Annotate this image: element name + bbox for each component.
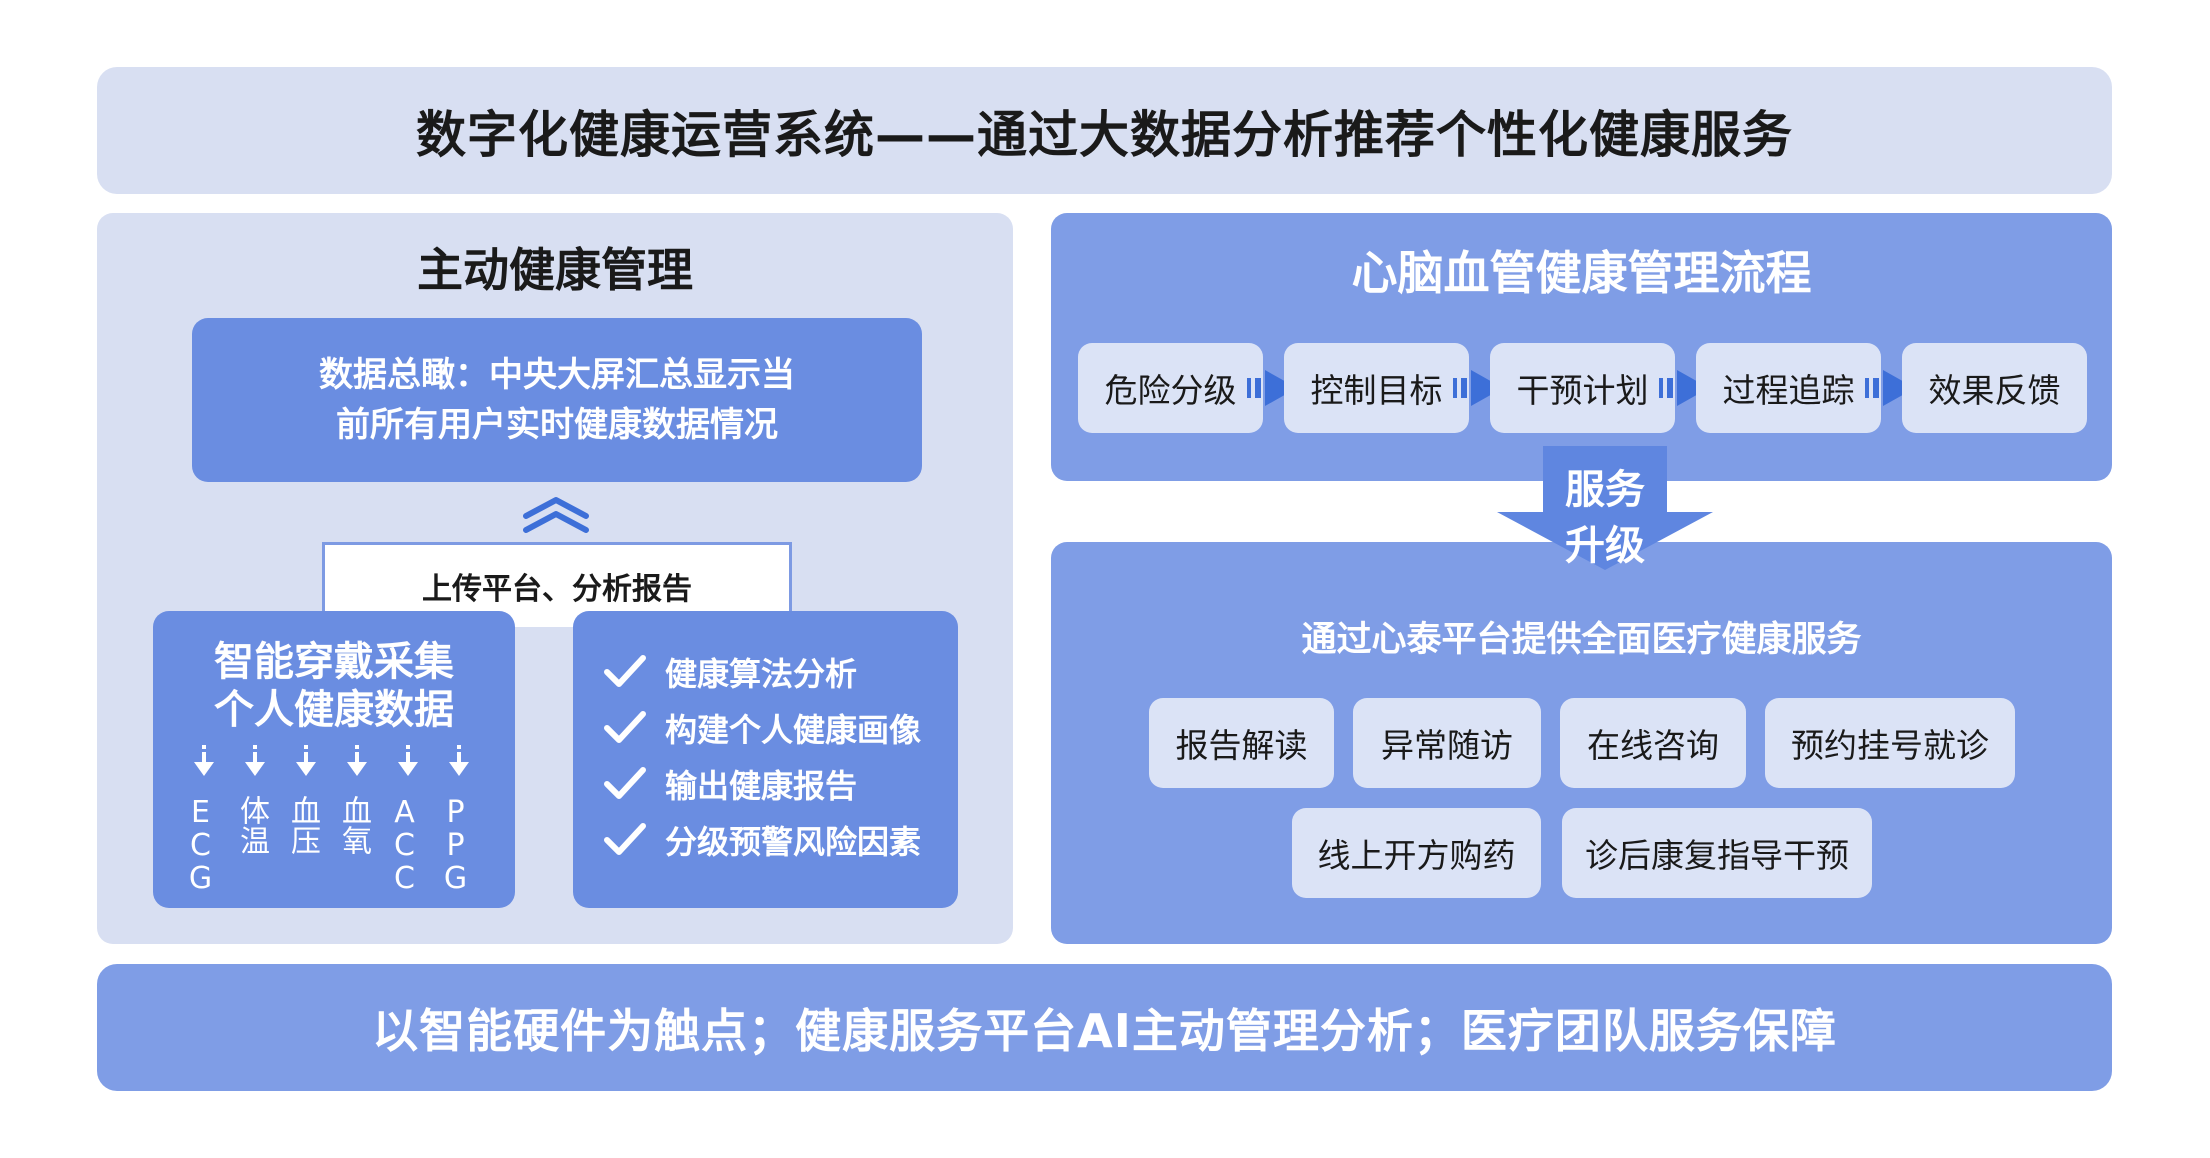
analysis-item-label: 健康算法分析 xyxy=(665,655,858,693)
service-item: 预约挂号就诊 xyxy=(1765,698,2015,788)
wearable-line-1: 智能穿戴采集 xyxy=(214,639,454,685)
flow-step: 控制目标 xyxy=(1284,343,1469,433)
metric-temperature: 体温 xyxy=(234,795,269,855)
flow-title: 心脑血管健康管理流程 xyxy=(1351,246,1812,300)
analysis-item: 输出健康报告 xyxy=(603,756,857,812)
check-icon xyxy=(604,711,646,743)
title-bar: 数字化健康运营系统——通过大数据分析推荐个性化健康服务 xyxy=(97,67,2112,194)
metric-blood-oxygen: 血氧 xyxy=(336,795,371,855)
service-item: 诊后康复指导干预 xyxy=(1562,808,1872,898)
arrow-down-icon xyxy=(194,745,214,776)
arrow-down-icon xyxy=(245,745,265,776)
footer-bar: 以智能硬件为触点；健康服务平台AI主动管理分析；医疗团队服务保障 xyxy=(97,964,2112,1091)
wearable-line-2: 个人健康数据 xyxy=(214,687,454,733)
overview-line-2: 前所有用户实时健康数据情况 xyxy=(336,405,778,445)
service-item: 异常随访 xyxy=(1353,698,1541,788)
flow-step: 过程追踪 xyxy=(1696,343,1881,433)
analysis-item: 健康算法分析 xyxy=(603,644,857,700)
upgrade-arrow-icon xyxy=(1497,446,1713,570)
service-item: 线上开方购药 xyxy=(1292,808,1541,898)
service-title: 通过心泰平台提供全面医疗健康服务 xyxy=(1301,619,1862,660)
analysis-item-label: 分级预警风险因素 xyxy=(665,823,922,861)
metric-acc: ACC xyxy=(387,795,422,894)
wearable-title: 智能穿戴采集 个人健康数据 xyxy=(153,638,515,734)
flow-step: 危险分级 xyxy=(1078,343,1263,433)
data-overview-box: 数据总瞰：中央大屏汇总显示当 前所有用户实时健康数据情况 xyxy=(192,318,922,482)
active-health-title: 主动健康管理 xyxy=(417,243,693,297)
analysis-item-label: 构建个人健康画像 xyxy=(665,711,922,749)
arrow-down-icon xyxy=(449,745,469,776)
analysis-item: 分级预警风险因素 xyxy=(603,812,921,868)
arrow-down-icon xyxy=(398,745,418,776)
arrow-down-icon xyxy=(296,745,316,776)
overview-line-1: 数据总瞰：中央大屏汇总显示当 xyxy=(319,355,795,395)
check-icon xyxy=(604,767,646,799)
wearable-box xyxy=(153,611,515,908)
arrow-right-icon xyxy=(1453,370,1503,406)
check-icon xyxy=(604,655,646,687)
metric-blood-pressure: 血压 xyxy=(285,795,320,855)
check-icon xyxy=(604,823,646,855)
flow-step: 效果反馈 xyxy=(1902,343,2087,433)
service-item: 报告解读 xyxy=(1149,698,1334,788)
upgrade-label-1: 服务 xyxy=(1565,467,1645,513)
analysis-item-label: 输出健康报告 xyxy=(665,767,858,805)
page-title: 数字化健康运营系统——通过大数据分析推荐个性化健康服务 xyxy=(416,105,1793,164)
arrow-right-icon xyxy=(1247,370,1297,406)
upgrade-label-2: 升级 xyxy=(1565,523,1645,569)
analysis-item: 构建个人健康画像 xyxy=(603,700,921,756)
metric-ecg: ECG xyxy=(183,795,218,894)
service-item: 在线咨询 xyxy=(1560,698,1746,788)
arrow-right-icon xyxy=(1865,370,1915,406)
metric-ppg: PPG xyxy=(438,795,473,894)
chevron-up-icon xyxy=(523,497,589,533)
flow-step: 干预计划 xyxy=(1490,343,1675,433)
upload-label: 上传平台、分析报告 xyxy=(422,572,692,607)
arrow-right-icon xyxy=(1659,370,1709,406)
arrow-down-icon xyxy=(347,745,367,776)
footer-text: 以智能硬件为触点；健康服务平台AI主动管理分析；医疗团队服务保障 xyxy=(372,1003,1837,1058)
